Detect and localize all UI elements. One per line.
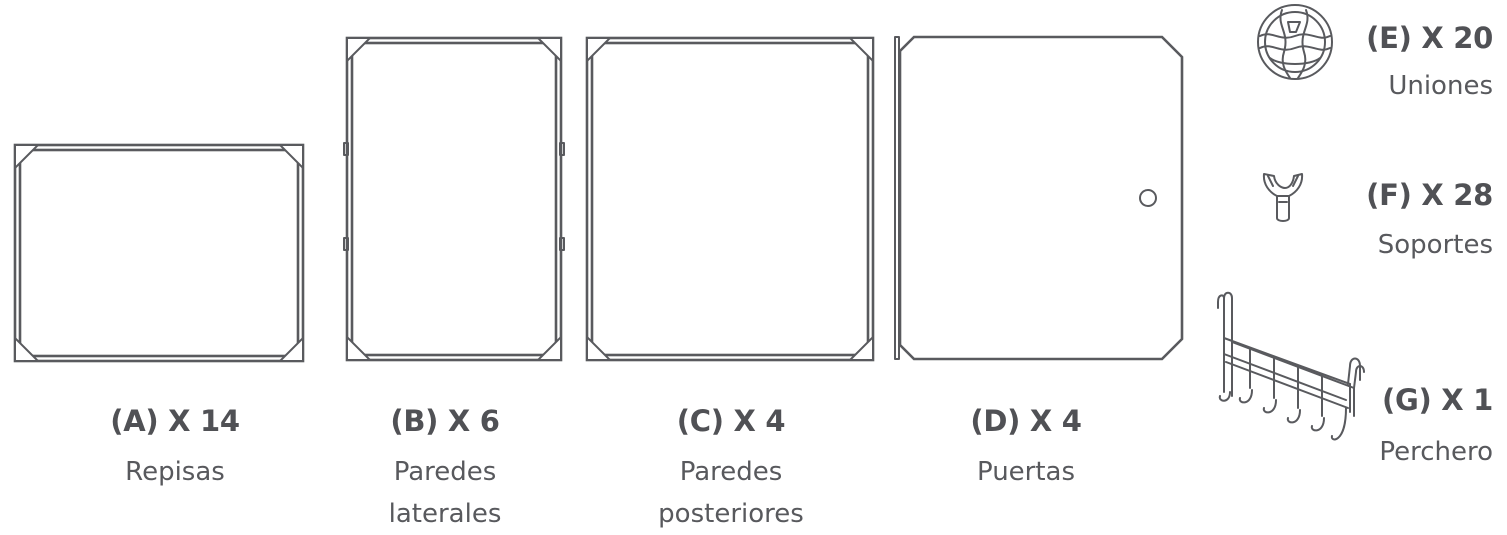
part-a-name: Repisas xyxy=(125,452,225,492)
rack-g-icon xyxy=(1210,292,1378,454)
part-d-code: (D) X 4 xyxy=(970,404,1081,438)
bracket-f-icon xyxy=(1259,170,1311,226)
panel-b-side-wall-drawing xyxy=(343,35,565,365)
part-d-name: Puertas xyxy=(977,452,1075,492)
part-c-name-line2: posteriores xyxy=(658,494,804,534)
part-e-name: Uniones xyxy=(1388,66,1493,106)
part-c-name-line1: Paredes xyxy=(680,452,783,492)
part-b-name-line1: Paredes xyxy=(394,452,497,492)
part-g-code: (G) X 1 xyxy=(1382,383,1493,417)
part-b-name-line2: laterales xyxy=(389,494,502,534)
part-e-code: (E) X 20 xyxy=(1366,21,1493,55)
connector-e-icon xyxy=(1254,2,1336,84)
panel-a-shelf-drawing xyxy=(12,142,307,366)
panel-c-back-wall-drawing xyxy=(584,35,876,365)
part-b-code: (B) X 6 xyxy=(390,404,499,438)
part-g-name: Perchero xyxy=(1379,432,1493,472)
door-knob xyxy=(1140,190,1156,206)
part-c-code: (C) X 4 xyxy=(677,404,785,438)
part-a-code: (A) X 14 xyxy=(110,404,239,438)
part-f-code: (F) X 28 xyxy=(1366,178,1493,212)
panel-d-door-drawing xyxy=(894,34,1186,364)
part-f-name: Soportes xyxy=(1378,225,1493,265)
